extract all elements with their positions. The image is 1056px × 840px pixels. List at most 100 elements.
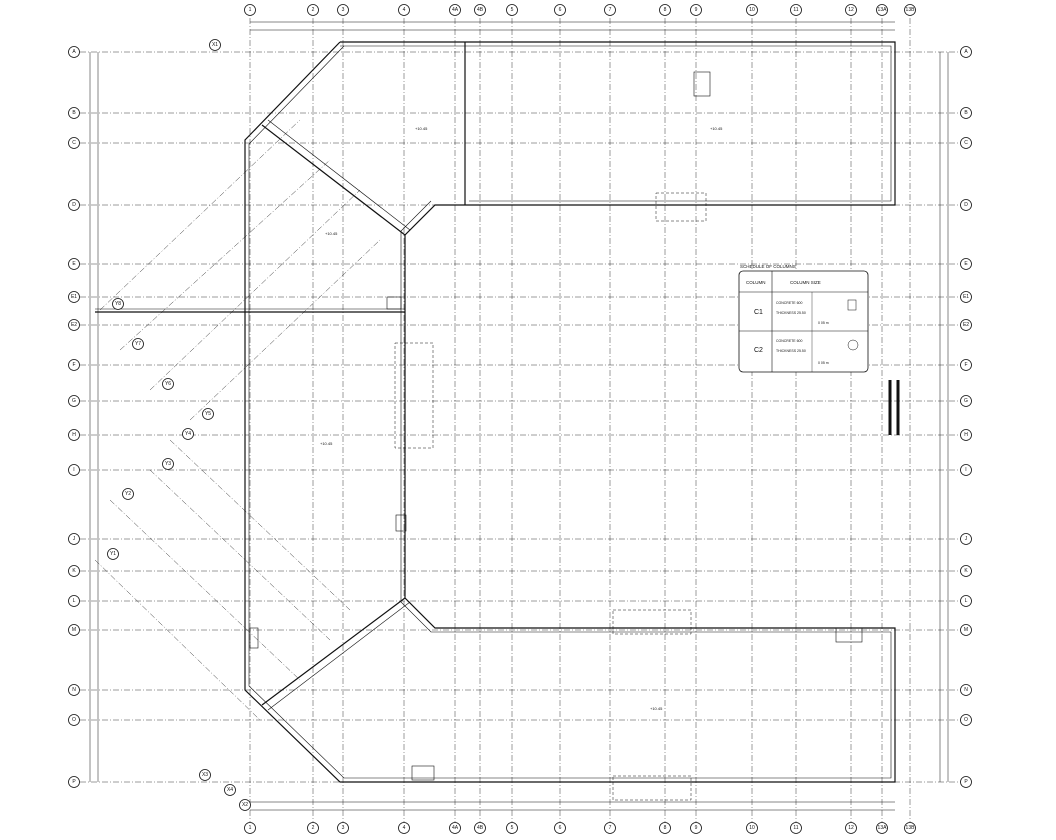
diagonal-bubble-Y1: Y1 bbox=[107, 548, 119, 560]
grid-bubble-bottom-1: 1 bbox=[244, 822, 256, 834]
grid-bubble-top-13A: 13A bbox=[876, 4, 888, 16]
grid-bubble-right-F: F bbox=[960, 359, 972, 371]
grid-bubble-right-P: P bbox=[960, 776, 972, 788]
grid-bubble-top-12: 12 bbox=[845, 4, 857, 16]
grid-bubble-right-O: O bbox=[960, 714, 972, 726]
svg-text:F: F bbox=[72, 362, 75, 368]
svg-text:1: 1 bbox=[249, 7, 252, 13]
grid-bubble-bottom-13A: 13A bbox=[876, 822, 888, 834]
column-c2-symbol bbox=[847, 339, 859, 351]
side-marker-X2: X2 bbox=[239, 799, 251, 811]
svg-text:Y2: Y2 bbox=[125, 491, 131, 497]
grid-bubble-right-M: M bbox=[960, 624, 972, 636]
diagonal-axis-Y3 bbox=[149, 469, 331, 641]
svg-text:13B: 13B bbox=[906, 7, 916, 13]
svg-text:2: 2 bbox=[312, 7, 315, 13]
grid-bubble-left-E: E bbox=[68, 258, 80, 270]
svg-text:Y1: Y1 bbox=[110, 551, 116, 557]
grid-bubble-top-6: 6 bbox=[554, 4, 566, 16]
svg-text:6: 6 bbox=[559, 7, 562, 13]
grid-bubble-left-E2: E2 bbox=[68, 319, 80, 331]
legend-c2-line3: 0 05 m bbox=[818, 361, 829, 365]
detail-callouts bbox=[394, 192, 707, 801]
svg-text:H: H bbox=[964, 432, 968, 438]
svg-text:E1: E1 bbox=[71, 294, 77, 300]
svg-text:N: N bbox=[964, 687, 968, 693]
grid-bubble-right-I: I bbox=[960, 464, 972, 476]
svg-text:9: 9 bbox=[695, 825, 698, 831]
grid-bubble-top-5: 5 bbox=[506, 4, 518, 16]
svg-text:C: C bbox=[964, 140, 968, 146]
svg-text:L: L bbox=[965, 598, 968, 604]
grid-bubble-top-8: 8 bbox=[659, 4, 671, 16]
svg-text:4A: 4A bbox=[452, 825, 459, 831]
grid-bubble-right-E2: E2 bbox=[960, 319, 972, 331]
grid-bubble-right-K: K bbox=[960, 565, 972, 577]
diagonal-axis-Y1 bbox=[94, 559, 261, 721]
svg-text:8: 8 bbox=[664, 7, 667, 13]
grid-bubbles: 112233444A4A4B4B556677889910101111121213… bbox=[68, 4, 972, 834]
svg-text:X1: X1 bbox=[212, 42, 218, 48]
svg-text:M: M bbox=[964, 627, 968, 633]
grid-bubble-right-J: J bbox=[960, 533, 972, 545]
svg-text:B: B bbox=[964, 110, 968, 116]
diagonal-bubble-Y3: Y3 bbox=[162, 458, 174, 470]
svg-text:4B: 4B bbox=[477, 825, 484, 831]
grid-bubble-left-A: A bbox=[68, 46, 80, 58]
diagonal-bubble-Y8: Y8 bbox=[112, 298, 124, 310]
svg-text:I: I bbox=[965, 467, 966, 473]
grid-bubble-bottom-11: 11 bbox=[790, 822, 802, 834]
svg-text:11: 11 bbox=[793, 825, 798, 831]
grid-bubble-top-1: 1 bbox=[244, 4, 256, 16]
side-marker-X4: X4 bbox=[224, 784, 236, 796]
fixtures bbox=[249, 71, 863, 781]
svg-text:3: 3 bbox=[342, 7, 345, 13]
grid-bubble-top-4: 4 bbox=[398, 4, 410, 16]
grid-bubble-bottom-9: 9 bbox=[690, 822, 702, 834]
level-mark: +10.45 bbox=[325, 231, 338, 236]
svg-text:P: P bbox=[964, 779, 968, 785]
svg-text:4A: 4A bbox=[452, 7, 459, 13]
column-schedule-legend: SCHEDULE OF COLUMNS COLUMN COLUMN SIZE C… bbox=[738, 264, 869, 373]
svg-text:E1: E1 bbox=[963, 294, 969, 300]
grid-bubble-right-N: N bbox=[960, 684, 972, 696]
svg-text:G: G bbox=[964, 398, 968, 404]
svg-text:Y6: Y6 bbox=[165, 381, 171, 387]
svg-text:K: K bbox=[964, 568, 968, 574]
svg-text:G: G bbox=[72, 398, 76, 404]
diagonal-bubble-Y2: Y2 bbox=[122, 488, 134, 500]
legend-c1-code: C1 bbox=[754, 309, 763, 316]
svg-text:Y3: Y3 bbox=[165, 461, 171, 467]
diagonal-axis-Y4 bbox=[169, 439, 351, 611]
svg-text:E2: E2 bbox=[71, 322, 77, 328]
diagonal-bubble-Y5: Y5 bbox=[202, 408, 214, 420]
svg-text:Y7: Y7 bbox=[135, 341, 141, 347]
svg-text:H: H bbox=[72, 432, 76, 438]
diagonal-axes bbox=[94, 119, 381, 721]
svg-text:9: 9 bbox=[695, 7, 698, 13]
svg-text:E: E bbox=[964, 261, 968, 267]
grid-bubble-top-7: 7 bbox=[604, 4, 616, 16]
svg-text:13A: 13A bbox=[878, 7, 888, 13]
svg-text:5: 5 bbox=[511, 7, 514, 13]
grid-bubble-top-10: 10 bbox=[746, 4, 758, 16]
legend-title: SCHEDULE OF COLUMNS bbox=[740, 264, 796, 269]
grid-bubble-bottom-7: 7 bbox=[604, 822, 616, 834]
legend-c1-line1: CONCRETE 600 bbox=[776, 301, 803, 305]
svg-text:E2: E2 bbox=[963, 322, 969, 328]
grid-bubble-bottom-6: 6 bbox=[554, 822, 566, 834]
diagonal-bubble-Y6: Y6 bbox=[162, 378, 174, 390]
grid-bubble-bottom-8: 8 bbox=[659, 822, 671, 834]
grid-bubble-bottom-12: 12 bbox=[845, 822, 857, 834]
svg-text:10: 10 bbox=[749, 7, 755, 13]
grid-bubble-left-G: G bbox=[68, 395, 80, 407]
grid-bubble-left-I: I bbox=[68, 464, 80, 476]
grid-bubble-left-M: M bbox=[68, 624, 80, 636]
grid-bubble-left-N: N bbox=[68, 684, 80, 696]
grid-bubble-left-L: L bbox=[68, 595, 80, 607]
svg-text:6: 6 bbox=[559, 825, 562, 831]
grid-bubble-left-C: C bbox=[68, 137, 80, 149]
grid-bubble-right-G: G bbox=[960, 395, 972, 407]
grid-bubble-bottom-2: 2 bbox=[307, 822, 319, 834]
